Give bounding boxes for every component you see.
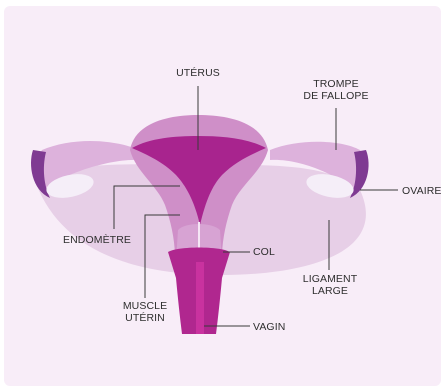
label-vagin: VAGIN: [253, 321, 285, 333]
label-col-text: COL: [253, 246, 275, 258]
label-muscle: MUSCLE UTÉRIN: [113, 300, 177, 324]
label-trompe-line2: DE FALLOPE: [300, 90, 372, 102]
label-uterus-text: UTÉRUS: [170, 67, 226, 79]
label-ligament-line2: LARGE: [298, 285, 362, 297]
label-muscle-line1: MUSCLE: [113, 300, 177, 312]
label-trompe-line1: TROMPE: [300, 78, 372, 90]
label-ligament-line1: LIGAMENT: [298, 273, 362, 285]
label-ovaire-text: OVAIRE: [402, 185, 442, 197]
vaginal-canal: [196, 262, 204, 334]
label-ligament: LIGAMENT LARGE: [298, 273, 362, 297]
label-endometre: ENDOMÈTRE: [63, 234, 131, 246]
label-endometre-text: ENDOMÈTRE: [63, 234, 131, 246]
label-muscle-line2: UTÉRIN: [113, 312, 177, 324]
label-ovaire: OVAIRE: [402, 185, 442, 197]
label-trompe: TROMPE DE FALLOPE: [300, 78, 372, 102]
label-vagin-text: VAGIN: [253, 321, 285, 333]
label-col: COL: [253, 246, 275, 258]
label-uterus: UTÉRUS: [170, 67, 226, 79]
